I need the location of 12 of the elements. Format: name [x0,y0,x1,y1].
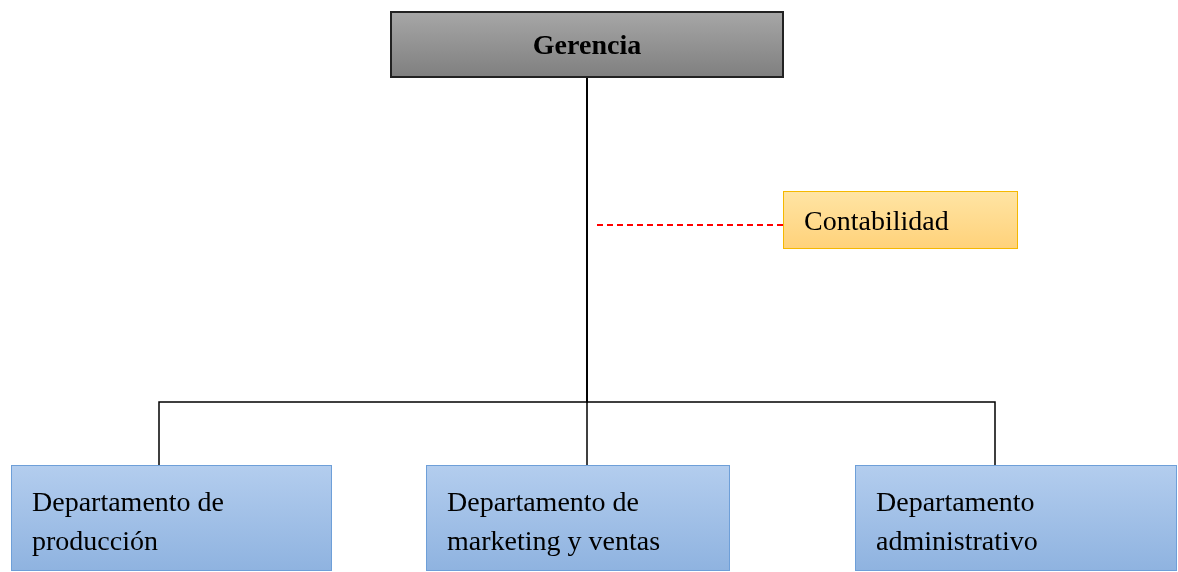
box-label: Gerencia [532,28,642,62]
department-box [426,465,730,571]
box-label: Departamento de marketing y ventas [447,485,662,558]
box-label: Contabilidad [804,203,949,238]
management-box [390,11,784,78]
department-box [855,465,1177,571]
staff-box [783,191,1018,249]
box-label: Departamento administrativo [876,485,1039,558]
department-box [11,465,332,571]
box-label: Departamento de producción [32,485,226,558]
dashed-connector [594,224,784,226]
connector-line [586,77,996,466]
